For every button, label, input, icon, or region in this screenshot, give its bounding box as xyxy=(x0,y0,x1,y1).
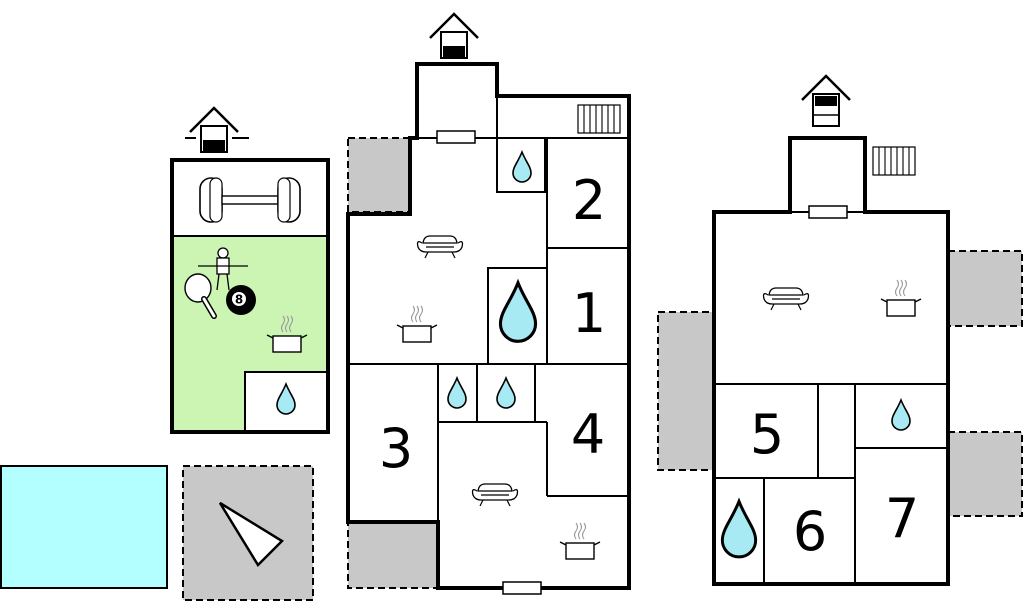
foosball-player-icon xyxy=(198,247,248,291)
room-4-label: 4 xyxy=(571,403,605,466)
compass-arrow-icon xyxy=(218,501,285,568)
middle-door-top xyxy=(436,130,476,144)
billiard-ball-icon: 8 xyxy=(226,285,256,315)
right-building-outline xyxy=(712,136,950,586)
entrance-house-icon xyxy=(188,106,240,154)
right-door-top xyxy=(808,205,848,219)
radiator-icon xyxy=(577,104,621,134)
terrace-left xyxy=(657,311,715,471)
room-3-label: 3 xyxy=(379,417,413,480)
entrance-house-icon xyxy=(428,12,480,60)
dumbbell-icon xyxy=(199,177,301,223)
right-interior-walls xyxy=(714,211,948,584)
room-1-label: 1 xyxy=(572,282,606,345)
room-2-label: 2 xyxy=(572,169,606,232)
room-5-label: 5 xyxy=(750,403,784,466)
terrace-right-bottom xyxy=(947,431,1023,517)
terrace-top-left xyxy=(347,137,411,213)
terrace-bottom-left xyxy=(347,521,439,589)
ping-pong-paddle-icon xyxy=(184,273,217,319)
room-6-label: 6 xyxy=(793,500,827,563)
pool xyxy=(0,465,168,589)
entrance-house-icon xyxy=(801,74,851,127)
radiator-icon xyxy=(872,146,916,176)
terrace-right-top xyxy=(947,250,1023,327)
middle-door-bottom xyxy=(502,581,542,595)
room-7-label: 7 xyxy=(885,487,919,550)
game-building-outline xyxy=(170,158,330,434)
billiard-ball-label: 8 xyxy=(235,293,243,307)
